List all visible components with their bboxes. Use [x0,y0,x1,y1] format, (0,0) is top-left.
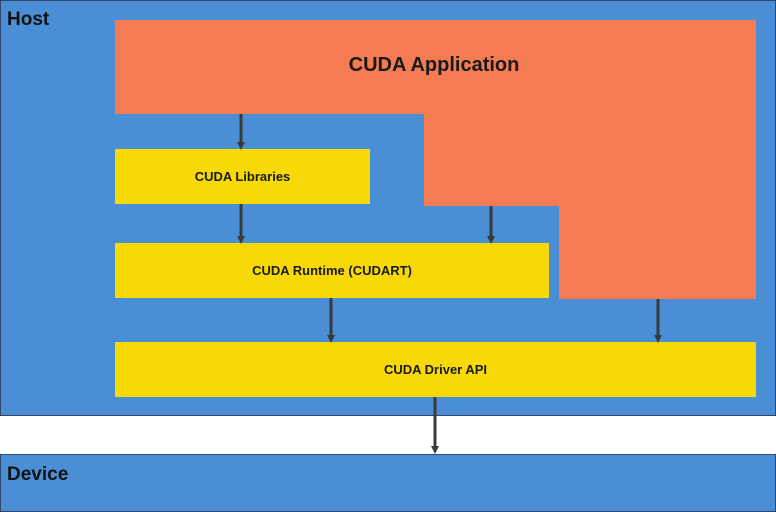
cuda-libraries-label: CUDA Libraries [194,169,291,184]
device-region: Device [0,454,776,512]
application-label: CUDA Application [348,54,520,76]
cuda-runtime-label: CUDA Runtime (CUDART) [252,263,412,278]
cuda-driver-api-layer: CUDA Driver API [115,342,756,397]
cuda-libraries-layer: CUDA Libraries [115,149,370,204]
cuda-runtime-layer: CUDA Runtime (CUDART) [115,243,549,298]
host-label: Host [7,9,50,30]
cuda-driver-api-label: CUDA Driver API [383,362,488,377]
device-label: Device [7,464,69,485]
